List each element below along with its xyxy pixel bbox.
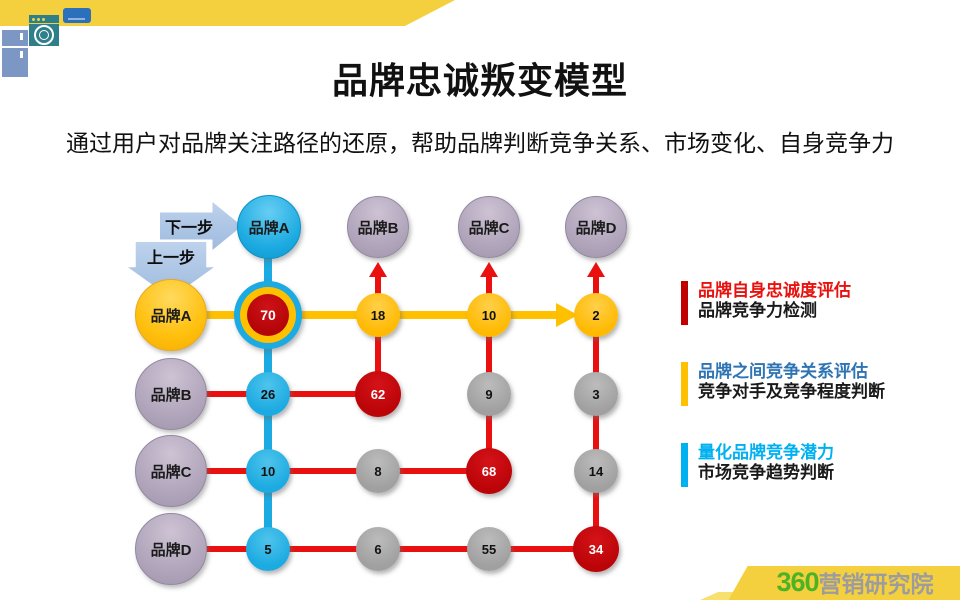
matrix-cell-b2: 62	[355, 371, 401, 417]
red-up-arrowhead-icon-b	[369, 262, 387, 277]
legend-subtitle: 竞争对手及竞争程度判断	[698, 382, 885, 401]
matrix-cell-a4-value: 2	[592, 307, 600, 323]
red-up-arrowhead-icon-c	[480, 262, 498, 277]
left-brand-a: 品牌A	[135, 279, 207, 351]
legend-title: 量化品牌竞争潜力	[698, 443, 834, 462]
matrix-cell-d2: 6	[356, 527, 400, 571]
footer-yellow-band	[728, 566, 960, 600]
yellow-flow-arrowhead-icon	[556, 303, 578, 327]
matrix-cell-a3: 10	[467, 293, 511, 337]
washing-machine-icon	[29, 15, 59, 46]
matrix-cell-a2-value: 18	[370, 307, 386, 323]
logo-360-marketing-institute: 360 营销研究院	[755, 566, 955, 598]
red-up-arrowhead-icon-d	[587, 262, 605, 277]
matrix-cell-c4-value: 14	[588, 463, 604, 479]
matrix-cell-c3: 68	[466, 448, 512, 494]
focus-core: 70	[247, 294, 289, 336]
top-brand-d: 品牌D	[565, 196, 627, 258]
top-brand-c-label: 品牌C	[468, 219, 510, 237]
matrix-cell-d1: 5	[246, 527, 290, 571]
matrix-cell-c2: 8	[356, 449, 400, 493]
top-brand-b-label: 品牌B	[357, 219, 399, 237]
legend-title: 品牌自身忠诚度评估	[698, 281, 851, 300]
matrix-cell-b3-value: 9	[485, 386, 493, 402]
matrix-cell-d4: 34	[573, 526, 619, 572]
matrix-cell-b4-value: 3	[592, 386, 600, 402]
air-conditioner-icon	[63, 8, 91, 23]
matrix-cell-c1-value: 10	[260, 463, 276, 479]
matrix-cell-d2-value: 6	[374, 541, 382, 557]
logo-suffix-text: 营销研究院	[818, 571, 934, 597]
matrix-cell-b4: 3	[574, 372, 618, 416]
top-brand-d-label: 品牌D	[575, 219, 617, 237]
matrix-cell-c1: 10	[246, 449, 290, 493]
matrix-cell-d1-value: 5	[264, 541, 272, 557]
next-step-label: 下一步	[165, 220, 214, 237]
matrix-cell-a3-value: 10	[481, 307, 497, 323]
matrix-cell-a2: 18	[356, 293, 400, 337]
top-brand-b: 品牌B	[347, 196, 409, 258]
matrix-cell-d4-value: 34	[588, 541, 604, 557]
left-brand-d-label: 品牌D	[150, 541, 192, 559]
legend-title: 品牌之间竞争关系评估	[698, 362, 868, 381]
matrix-cell-c3-value: 68	[481, 463, 497, 479]
matrix-cell-b1-value: 26	[260, 386, 276, 402]
legend-item-loyalty: 品牌自身忠诚度评估 品牌竞争力检测	[681, 281, 851, 325]
left-brand-b: 品牌B	[135, 358, 207, 430]
red-flow-line-row-b	[203, 391, 378, 397]
fridge-icon	[2, 30, 28, 77]
legend-bar-red	[681, 281, 688, 325]
left-brand-d: 品牌D	[135, 513, 207, 585]
legend-item-potential: 量化品牌竞争潜力 市场竞争趋势判断	[681, 443, 834, 487]
matrix-cell-b3: 9	[467, 372, 511, 416]
left-brand-b-label: 品牌B	[150, 386, 192, 404]
matrix-cell-d3-value: 55	[481, 541, 497, 557]
matrix-cell-b1: 26	[246, 372, 290, 416]
matrix-cell-b2-value: 62	[370, 386, 386, 402]
red-flow-line-row-c	[203, 468, 489, 474]
top-brand-c: 品牌C	[458, 196, 520, 258]
legend-item-competition: 品牌之间竞争关系评估 竞争对手及竞争程度判断	[681, 362, 885, 406]
matrix-cell-c4: 14	[574, 449, 618, 493]
page-subtitle: 通过用户对品牌关注路径的还原，帮助品牌判断竞争关系、市场变化、自身竞争力	[66, 130, 894, 156]
matrix-cell-d3: 55	[467, 527, 511, 571]
legend-bar-blue	[681, 443, 688, 487]
top-brand-a-label: 品牌A	[248, 219, 290, 237]
left-brand-a-label: 品牌A	[150, 307, 192, 325]
matrix-cell-a1-value: 70	[260, 307, 276, 323]
matrix-cell-a1-focus: 70	[234, 281, 302, 349]
top-brand-a: 品牌A	[237, 195, 301, 259]
page-title: 品牌忠诚叛变模型	[331, 60, 628, 101]
matrix-cell-a4: 2	[574, 293, 618, 337]
legend-bar-yellow	[681, 362, 688, 406]
left-brand-c-label: 品牌C	[150, 463, 192, 481]
left-brand-c: 品牌C	[135, 435, 207, 507]
prev-step-label: 上一步	[146, 250, 195, 267]
matrix-cell-c2-value: 8	[374, 463, 382, 479]
legend-subtitle: 市场竞争趋势判断	[698, 463, 834, 482]
logo-360-number: 360	[776, 566, 819, 597]
legend-subtitle: 品牌竞争力检测	[698, 301, 817, 320]
